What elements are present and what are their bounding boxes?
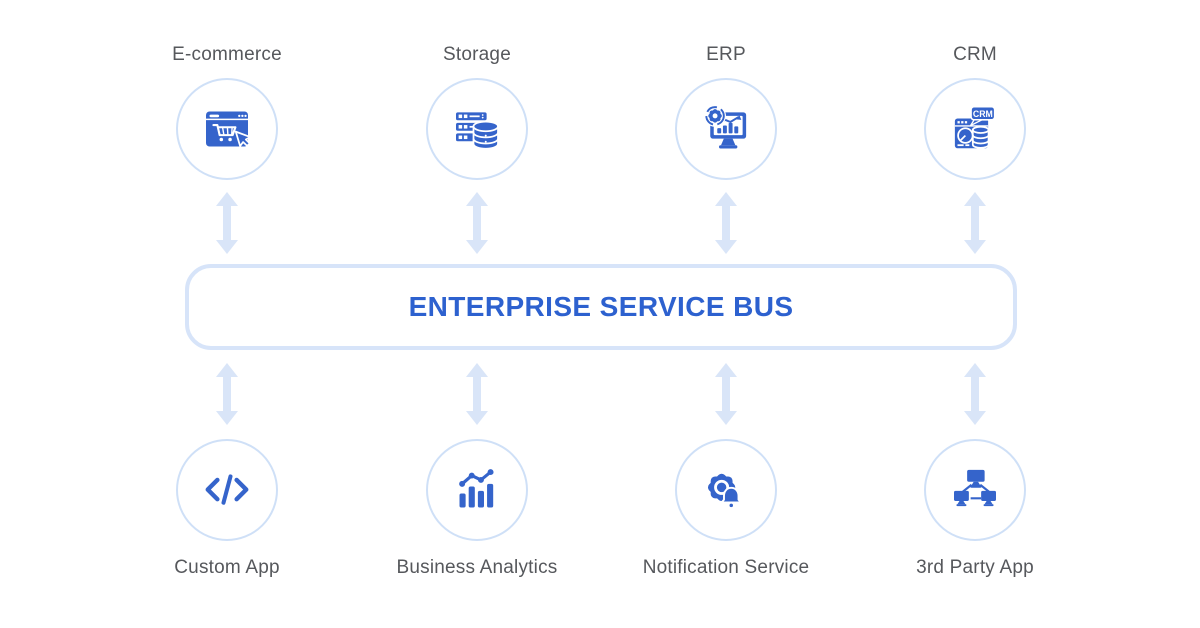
ecommerce-browser-cart-icon	[206, 111, 252, 147]
node-erp: ERP	[626, 44, 826, 180]
node-label-notification-service: Notification Service	[642, 557, 810, 578]
node-label-custom-app: Custom App	[174, 557, 280, 578]
arrow-crm-bus	[964, 192, 986, 254]
gear-bell-icon	[707, 473, 742, 509]
arrow-storage-bus	[466, 192, 488, 254]
node-label-ecommerce: E-commerce	[172, 44, 282, 65]
node-custom-app: Custom App	[127, 439, 327, 579]
node-circle	[426, 78, 528, 180]
arrow-bus-notification	[715, 363, 737, 425]
node-label-3rd-party-app: 3rd Party App	[916, 557, 1034, 578]
bar-chart-trend-icon	[459, 469, 494, 508]
node-crm: CRM CRM	[875, 44, 1075, 180]
node-label-business-analytics: Business Analytics	[396, 557, 558, 578]
node-ecommerce: E-commerce	[127, 44, 327, 180]
crm-badge-text: CRM	[973, 109, 993, 119]
node-circle	[675, 439, 777, 541]
network-computers-icon	[954, 469, 996, 507]
node-3rd-party-app: 3rd Party App	[875, 439, 1075, 579]
node-notification-service: Notification Service	[626, 439, 826, 579]
enterprise-service-bus-bar: ENTERPRISE SERVICE BUS	[185, 264, 1017, 350]
node-circle: CRM	[924, 78, 1026, 180]
node-label-erp: ERP	[706, 44, 746, 65]
node-circle	[176, 439, 278, 541]
node-storage: Storage	[377, 44, 577, 180]
arrow-bus-custom-app	[216, 363, 238, 425]
crm-window-database-icon: CRM	[954, 105, 996, 149]
node-circle	[426, 439, 528, 541]
erp-monitor-gear-icon	[704, 104, 747, 149]
storage-server-database-icon	[456, 112, 499, 150]
node-circle	[176, 78, 278, 180]
arrow-bus-analytics	[466, 363, 488, 425]
arrow-erp-bus	[715, 192, 737, 254]
node-label-storage: Storage	[443, 44, 511, 65]
node-circle	[924, 439, 1026, 541]
code-brackets-icon	[205, 474, 249, 505]
node-business-analytics: Business Analytics	[377, 439, 577, 579]
arrow-ecommerce-bus	[216, 192, 238, 254]
arrow-bus-3rd-party	[964, 363, 986, 425]
node-label-crm: CRM	[953, 44, 997, 65]
bus-label: ENTERPRISE SERVICE BUS	[408, 291, 794, 322]
node-circle	[675, 78, 777, 180]
